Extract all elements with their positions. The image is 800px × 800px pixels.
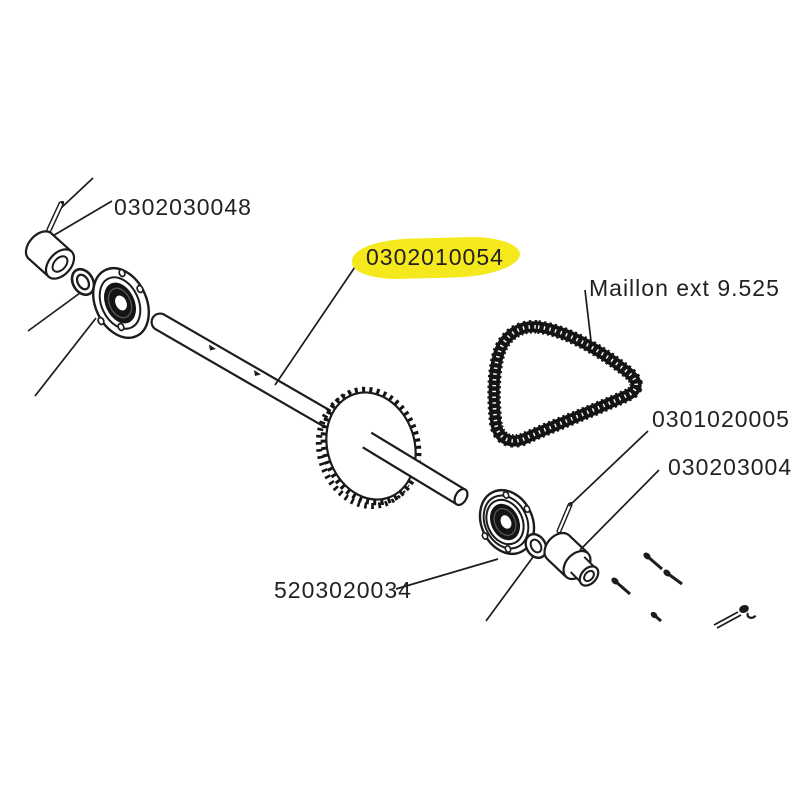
bushing-drawing [24, 230, 76, 280]
leader-line-pin-bottom [568, 430, 649, 507]
roll-pin-small-drawing [556, 502, 573, 534]
shaft-stub-drawing [362, 431, 469, 507]
leader-line-flange-top [34, 317, 97, 397]
spring-clip-drawing [713, 605, 757, 629]
part-label-shaft-highlighted: 0302010054 [351, 235, 521, 281]
hub-flange-bearing-drawing [478, 489, 536, 555]
part-label-flange-bottom: 5203020034 [274, 577, 412, 603]
stepped-hub-bushing-drawing [543, 531, 600, 587]
chain-drawing [487, 320, 643, 448]
leader-line-chain [584, 289, 592, 342]
screw-drawing [643, 552, 663, 571]
leader-line-shaft [274, 263, 358, 386]
roll-pin-drawing [46, 200, 65, 233]
part-label-bushing-top: 0302030048 [114, 194, 252, 220]
part-label-pin-bottom: 0301020005 [652, 406, 790, 432]
screw-drawing [650, 611, 662, 623]
leader-line-flange-bottom [395, 556, 534, 622]
screw-drawing [663, 569, 683, 586]
part-label-hub-bushing: 030203004 [668, 454, 793, 480]
leader-line-pin-top [59, 177, 94, 210]
washer-drawing [70, 267, 96, 297]
leader-line-hub-bushing [579, 469, 660, 551]
screw-drawing [611, 577, 631, 596]
washer-small-drawing [524, 532, 548, 560]
part-label-shaft: 0302010054 [366, 244, 504, 270]
leader-line-washer-top [27, 292, 81, 332]
part-label-chain: Maillon ext 9.525 [589, 275, 780, 301]
flange-bearing-drawing [92, 267, 150, 339]
